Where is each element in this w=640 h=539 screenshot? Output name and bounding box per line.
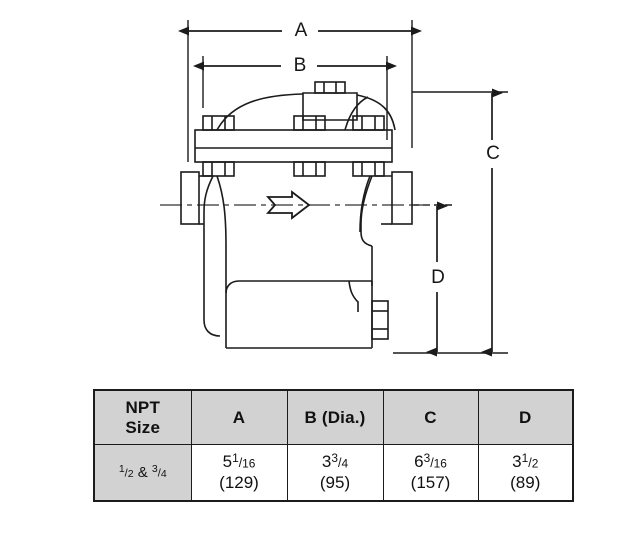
header-c: C bbox=[382, 389, 479, 445]
header-a: A bbox=[190, 389, 288, 445]
cell-d-metric: (89) bbox=[510, 472, 541, 492]
spec-table-container: NPT Size A B (Dia.) C D 1/2 & 3/4 bbox=[93, 389, 574, 502]
upper-cap bbox=[302, 92, 358, 121]
dimension-label-c: C bbox=[486, 143, 500, 164]
dimension-spec-table: NPT Size A B (Dia.) C D 1/2 & 3/4 bbox=[93, 389, 574, 502]
outlet-port-right bbox=[360, 171, 413, 286]
body-walls bbox=[216, 175, 371, 266]
flow-direction-arrow bbox=[266, 190, 311, 220]
header-npt-size: NPT Size bbox=[93, 389, 192, 445]
header-d: D bbox=[477, 389, 574, 445]
inlet-port-left bbox=[180, 171, 221, 337]
dimension-label-b: B bbox=[293, 55, 307, 76]
steam-trap-drawing: A B C D bbox=[160, 20, 508, 357]
cell-d: 31/2 (89) bbox=[477, 444, 574, 502]
top-cap-nut bbox=[314, 81, 346, 94]
header-b-dia: B (Dia.) bbox=[286, 389, 384, 445]
npt-ampersand: & bbox=[133, 463, 152, 481]
flange-plate bbox=[194, 129, 393, 163]
table-header-row: NPT Size A B (Dia.) C D bbox=[93, 389, 574, 445]
drain-plug bbox=[371, 300, 389, 340]
dimension-label-d: D bbox=[431, 267, 445, 288]
bonnet-dome bbox=[216, 93, 396, 131]
cell-c-metric: (157) bbox=[410, 472, 451, 492]
trap-svg bbox=[160, 20, 508, 357]
table-row: 1/2 & 3/4 51/16 (129) 33/4 (95) 63/16 (1… bbox=[93, 444, 574, 502]
header-npt-line2: Size bbox=[125, 417, 161, 437]
npt-fraction-threequarter: 3/4 bbox=[151, 463, 167, 481]
dimension-label-a: A bbox=[294, 20, 308, 41]
cell-a-metric: (129) bbox=[219, 472, 259, 492]
cell-npt-size: 1/2 & 3/4 bbox=[93, 444, 192, 502]
npt-fraction-half: 1/2 bbox=[118, 463, 134, 481]
cell-a: 51/16 (129) bbox=[190, 444, 288, 502]
cell-c: 63/16 (157) bbox=[382, 444, 479, 502]
cell-b-metric: (95) bbox=[319, 472, 351, 492]
lower-chamber bbox=[225, 280, 373, 349]
header-npt-line1: NPT bbox=[125, 398, 161, 418]
cell-b: 33/4 (95) bbox=[286, 444, 384, 502]
flange-bottom-nuts bbox=[202, 161, 385, 177]
extension-lines bbox=[187, 20, 508, 354]
